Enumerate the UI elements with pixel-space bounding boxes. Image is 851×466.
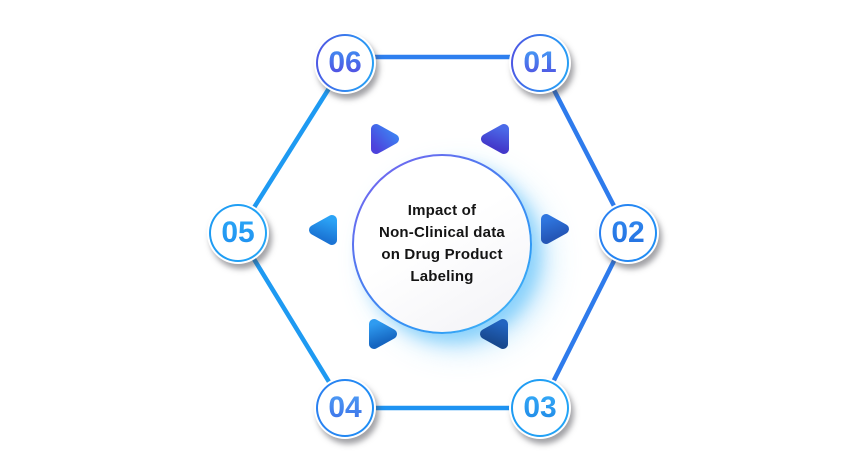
node-06: 06 <box>314 32 376 94</box>
node-06-label: 06 <box>328 46 362 79</box>
play-triangle-bottom-left-icon <box>369 319 397 349</box>
node-05: 05 <box>207 202 269 264</box>
hexagon-edge-04-05 <box>236 231 347 410</box>
play-triangle-top-left-icon <box>371 124 399 154</box>
play-triangle-bottom-right-icon <box>480 319 508 349</box>
node-04-label: 04 <box>328 391 362 424</box>
node-04: 04 <box>314 377 376 439</box>
play-triangle-mid-right-icon <box>541 214 569 244</box>
node-03-label: 03 <box>523 391 557 424</box>
node-03: 03 <box>509 377 571 439</box>
center-circle: Impact of Non-Clinical data on Drug Prod… <box>352 154 532 334</box>
node-01-label: 01 <box>523 46 557 79</box>
hexagon-edge-05-06 <box>236 61 347 235</box>
hexagon-edge-02-03 <box>537 231 631 410</box>
node-02: 02 <box>597 202 659 264</box>
node-01: 01 <box>509 32 571 94</box>
center-title: Impact of Non-Clinical data on Drug Prod… <box>379 202 505 285</box>
play-triangle-top-right-icon <box>481 124 509 154</box>
play-triangle-mid-left-icon <box>309 215 337 245</box>
node-02-label: 02 <box>611 216 645 249</box>
node-05-label: 05 <box>221 216 255 249</box>
